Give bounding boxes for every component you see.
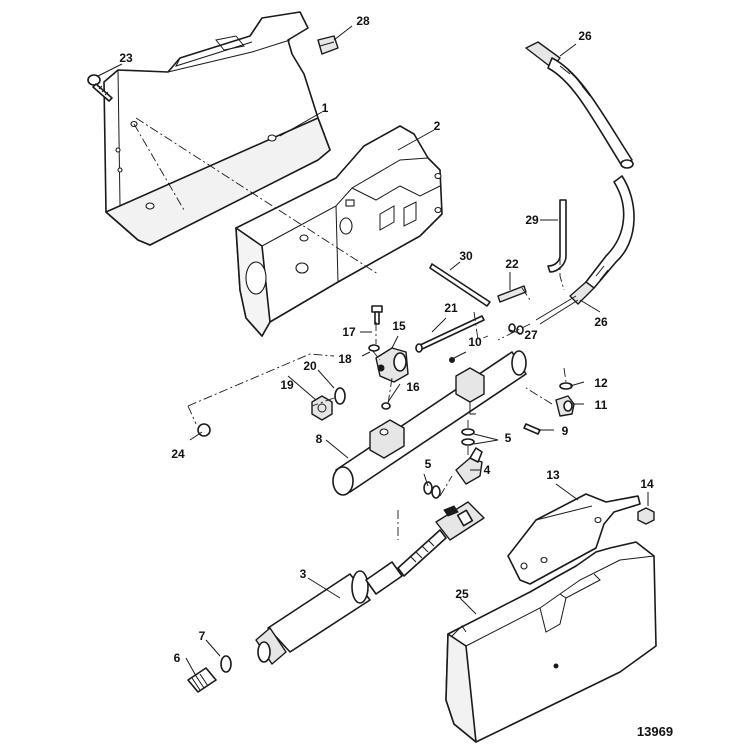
part-10-screw: [449, 357, 455, 363]
callout-13: 13: [546, 468, 560, 482]
callout-28: 28: [356, 14, 370, 28]
part-4-elbow: [455, 447, 483, 485]
part-11-elbow: [555, 395, 575, 417]
callout-21: 21: [444, 301, 458, 315]
callout-24: 24: [171, 447, 185, 461]
callout-4: 4: [484, 463, 491, 477]
callout-29: 29: [525, 213, 539, 227]
callout-26-lower: 26: [594, 315, 608, 329]
callout-14: 14: [640, 477, 654, 491]
part-28-clip: [317, 35, 339, 55]
callout-6: 6: [174, 651, 181, 665]
callout-25: 25: [455, 587, 469, 601]
callout-11: 11: [595, 398, 608, 412]
callout-3: 3: [300, 567, 307, 581]
callout-8: 8: [316, 432, 323, 446]
callout-15: 15: [392, 319, 406, 333]
part-9-screw: [523, 423, 541, 435]
part-26-hose-lower: [535, 175, 635, 325]
part-13-bracket: [507, 493, 641, 585]
callout-9: 9: [562, 424, 569, 438]
callout-22: 22: [505, 257, 519, 271]
part-2-housing: [235, 125, 443, 337]
callout-20: 20: [303, 359, 317, 373]
part-23-screw: [87, 74, 113, 102]
part-29-tube: [547, 199, 567, 273]
callout-10: 10: [468, 335, 482, 349]
alignment-lines: [133, 117, 567, 540]
leader-lines: [97, 25, 649, 677]
callout-19: 19: [280, 378, 294, 392]
figure-number: 13969: [637, 724, 673, 739]
callout-26-upper: 26: [578, 29, 592, 43]
part-3-pump: [255, 501, 485, 665]
part-17-bolt: [371, 305, 383, 325]
part-24-plug: [197, 423, 211, 437]
callout-1: 1: [322, 101, 329, 115]
part-12-oring: [559, 382, 573, 390]
callout-30: 30: [459, 249, 473, 263]
part-5-orings-upper: [461, 428, 475, 446]
part-7-oring: [220, 655, 232, 673]
part-30-rod: [429, 263, 491, 307]
part-16-washer: [381, 402, 391, 410]
callout-16: 16: [406, 380, 420, 394]
callout-17: 17: [342, 325, 356, 339]
part-6-fitting: [187, 667, 217, 693]
callout-18: 18: [338, 352, 352, 366]
part-22-fitting: [497, 285, 527, 303]
part-21-tube: [415, 315, 485, 353]
part-25-cover: [445, 541, 657, 743]
callout-12: 12: [594, 376, 608, 390]
part-14-nut: [637, 507, 655, 525]
callout-labels: 1 2 3 4 5 5 6 7 8 9 10 11 12 13 14 15 16…: [119, 14, 654, 665]
callout-7: 7: [199, 629, 206, 643]
part-15-sensor: [375, 347, 409, 383]
part-1-bracket: [103, 11, 331, 246]
part-5-orings-lower: [423, 481, 441, 499]
callout-2: 2: [434, 119, 441, 133]
callout-5-lower: 5: [425, 457, 432, 471]
part-8-manifold: [332, 350, 527, 496]
callout-27: 27: [524, 328, 538, 342]
part-20-washer: [334, 387, 346, 405]
callout-5-upper: 5: [505, 431, 512, 445]
callout-23: 23: [119, 51, 133, 65]
part-19-nut: [311, 395, 333, 421]
part-18-washer: [368, 344, 380, 352]
part-26-hose-upper: [525, 41, 634, 169]
